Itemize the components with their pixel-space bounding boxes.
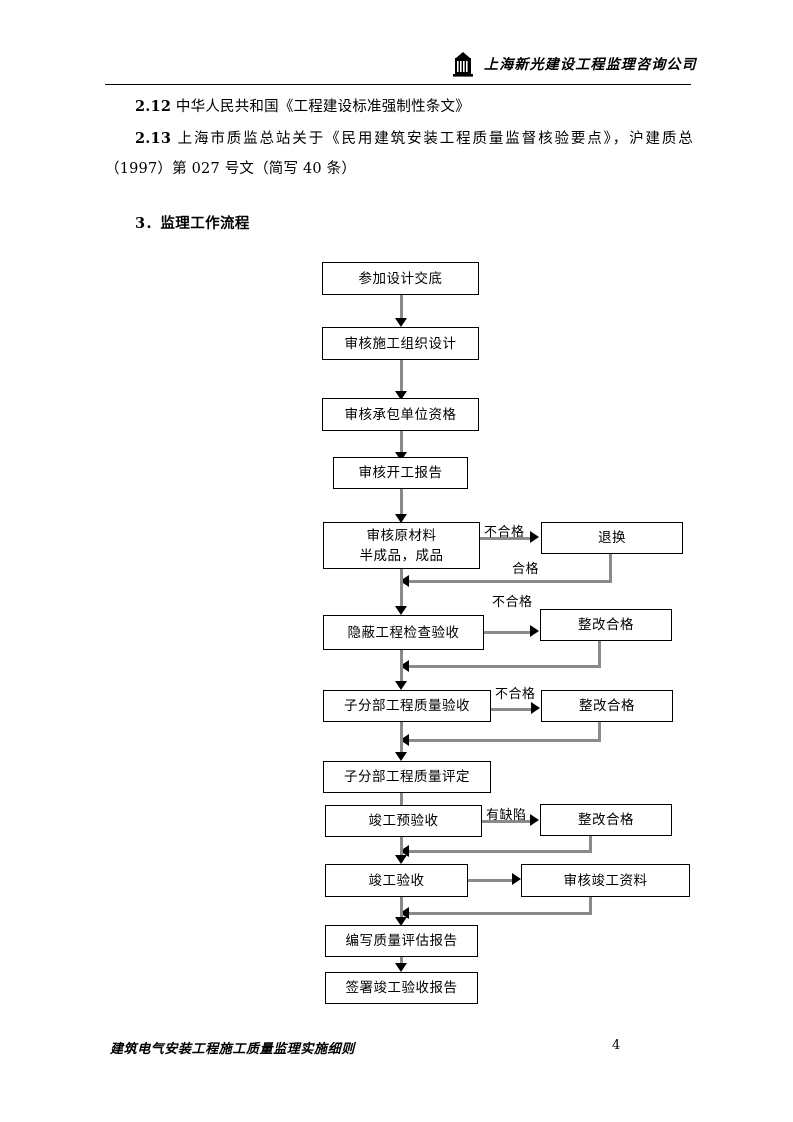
paragraph-2-12-number: 2.12 (135, 98, 172, 115)
flow-node-n9[interactable]: 竣工预验收 (325, 805, 482, 837)
footer-title: 建筑电气安装工程施工质量监理实施细则 (110, 1042, 355, 1057)
flow-arrowhead-n11 (395, 917, 407, 926)
flow-node-b4[interactable]: 整改合格 (540, 804, 672, 836)
paragraph-2-13: 2.13 上海市质监总站关于《民用建筑安装工程质量监督核验要点》，沪建质总（19… (105, 124, 693, 184)
flow-edge-n3-n4 (400, 431, 403, 456)
flow-edge-b2-return-horizontal (407, 665, 601, 668)
flow-edge-n6-b2 (484, 631, 532, 634)
flow-arrowhead-b3 (531, 702, 540, 714)
flow-arrowhead-b1 (530, 531, 539, 543)
flow-edge-label-e1: 不合格 (484, 525, 525, 540)
flow-node-b3[interactable]: 整改合格 (541, 690, 673, 722)
flow-edge-b4-return-horizontal (407, 850, 592, 853)
flow-arrowhead-n10 (395, 855, 407, 864)
flow-node-n8[interactable]: 子分部工程质量评定 (323, 761, 491, 793)
flow-edge-n7-b3 (491, 708, 533, 711)
flow-arrowhead-n5-return (400, 575, 409, 587)
flow-edge-label-e5: 有缺陷 (486, 808, 527, 823)
header-company-name: 上海新光建设工程监理咨询公司 (484, 57, 697, 73)
flow-edge-n2-n3 (400, 360, 403, 395)
flow-edge-n9-b4 (482, 820, 532, 823)
flow-node-n7[interactable]: 子分部工程质量验收 (323, 690, 491, 722)
flow-node-n2[interactable]: 审核施工组织设计 (322, 327, 479, 360)
flow-edge-n9-n10 (400, 837, 403, 862)
flow-arrowhead-n9-return (400, 845, 409, 857)
flow-edge-n4-n5 (400, 489, 403, 520)
flow-node-b5[interactable]: 审核竣工资料 (521, 864, 690, 897)
flow-arrowhead-n7 (395, 681, 407, 690)
flow-arrowhead-n5 (395, 514, 407, 523)
flow-node-b2[interactable]: 整改合格 (540, 609, 672, 641)
flow-edge-b1-return-vertical (609, 554, 612, 583)
flow-arrowhead-n2 (395, 318, 407, 327)
flow-edge-label-e2: 合格 (512, 562, 540, 577)
flow-node-n11[interactable]: 编写质量评估报告 (325, 925, 478, 957)
flow-edge-label-e3: 不合格 (492, 595, 533, 610)
header-logo: 上海新光建设工程监理咨询公司 (448, 48, 697, 82)
paragraph-2-12-text: 中华人民共和国《工程建设标准强制性条文》 (171, 99, 470, 115)
flow-edge-n6-n7 (400, 650, 403, 687)
flow-edge-n10-b5 (468, 879, 514, 882)
building-icon (448, 50, 478, 80)
flow-edge-n5-n6 (400, 569, 403, 611)
paragraph-2-12: 2.12 中华人民共和国《工程建设标准强制性条文》 (105, 92, 693, 122)
flow-arrowhead-n6 (395, 606, 407, 615)
flow-node-n5-line1: 审核原材料 (366, 527, 437, 544)
flow-edge-b3-return-horizontal (407, 739, 601, 742)
flow-arrowhead-n6-return (400, 660, 409, 672)
flow-node-n3[interactable]: 审核承包单位资格 (322, 398, 479, 431)
flow-node-n1[interactable]: 参加设计交底 (322, 262, 479, 295)
flow-arrowhead-b2 (530, 625, 539, 637)
footer-page-number: 4 (612, 1038, 621, 1053)
flow-arrowhead-b5 (512, 873, 521, 885)
flow-arrowhead-n7-return (400, 734, 409, 746)
flow-edge-n11-n12 (400, 957, 403, 967)
flow-arrowhead-n4 (395, 452, 407, 461)
section-heading-3: 3．监理工作流程 (135, 215, 250, 232)
flow-edge-b5-return-horizontal (407, 912, 592, 915)
flow-arrowhead-n3 (395, 391, 407, 400)
flow-edge-n10-n11 (400, 897, 403, 922)
flow-node-n5-line2: 半成品，成品 (359, 547, 444, 564)
paragraph-2-13-number: 2.13 (135, 130, 172, 147)
flow-edge-b4-return-vertical (589, 836, 592, 853)
flow-node-n6[interactable]: 隐蔽工程检查验收 (323, 615, 484, 650)
flow-edge-b1-return-horizontal (407, 580, 611, 583)
flow-arrowhead-b4 (530, 814, 539, 826)
flow-edge-b5-return-vertical (589, 897, 592, 915)
flow-node-b1[interactable]: 退换 (541, 522, 683, 554)
flow-node-n5[interactable]: 审核原材料 半成品，成品 (323, 522, 480, 569)
flow-arrowhead-n8 (395, 752, 407, 761)
flow-arrowhead-n10-return (400, 907, 409, 919)
flow-node-n4[interactable]: 审核开工报告 (333, 457, 468, 489)
flow-edge-n7-n8 (400, 722, 403, 757)
flow-edge-n5-b1 (480, 537, 532, 540)
flow-arrowhead-n12 (395, 963, 407, 972)
header-divider (105, 84, 691, 85)
flow-edge-label-e4: 不合格 (495, 687, 536, 702)
flow-node-n12[interactable]: 签署竣工验收报告 (325, 972, 478, 1004)
flow-node-n10[interactable]: 竣工验收 (325, 864, 468, 897)
flow-edge-n1-n2 (400, 295, 403, 321)
flow-edge-b3-return-vertical (598, 722, 601, 742)
flow-edge-b2-return-vertical (598, 641, 601, 668)
paragraph-2-13-text: 上海市质监总站关于《民用建筑安装工程质量监督核验要点》，沪建质总（1997）第 … (105, 131, 693, 177)
